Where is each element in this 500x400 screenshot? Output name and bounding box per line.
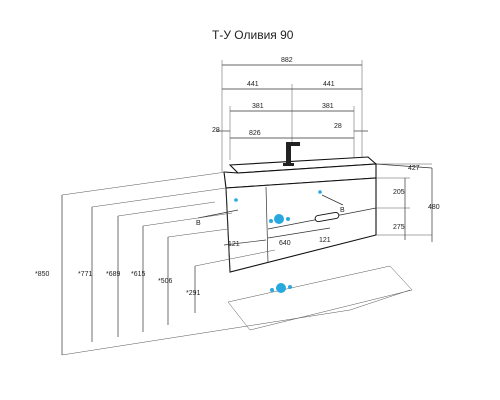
dim-381-right: 381 (322, 103, 334, 110)
drawing-title: Т-У Оливия 90 (212, 28, 294, 42)
dim-291: *291 (186, 290, 201, 297)
dim-427: 427 (408, 165, 420, 172)
dim-28-left: 28 (212, 127, 220, 134)
leader-b-right (321, 194, 344, 206)
dim-line-427 (375, 163, 433, 169)
drawer-left-edge (265, 186, 269, 264)
floor-connection-marker-icon (270, 283, 292, 293)
dim-441-right: 441 (323, 81, 335, 88)
drawer-handle-icon (314, 211, 340, 223)
connection-marker-icon (269, 214, 290, 224)
ext-850 (61, 171, 227, 196)
ext-615 (142, 212, 233, 227)
dim-615: *615 (131, 271, 146, 278)
leader-b-left (197, 209, 239, 219)
dim-121-left: 121 (228, 241, 240, 248)
dim-441-left: 441 (247, 81, 259, 88)
dim-882: 882 (281, 57, 293, 64)
ext-689 (117, 201, 216, 217)
dim-381-left: 381 (252, 103, 264, 110)
mount-point-left-icon (234, 198, 238, 202)
ext-771 (91, 187, 227, 208)
ext-291 (194, 249, 276, 267)
floor-footprint (227, 265, 413, 331)
side-edge (225, 187, 231, 273)
label-b-right: B (340, 207, 345, 214)
label-b-left: B (196, 220, 201, 227)
dim-205: 205 (393, 189, 405, 196)
dim-850: *850 (35, 271, 50, 278)
ext-506 (167, 228, 229, 238)
dim-480: 480 (428, 204, 440, 211)
dim-689: *689 (106, 271, 121, 278)
dim-275: 275 (393, 224, 405, 231)
mount-point-right-icon (318, 190, 322, 194)
dim-121-right: 121 (319, 237, 331, 244)
dim-771: *771 (78, 271, 93, 278)
dim-line-640 (267, 227, 331, 239)
dim-28-right: 28 (334, 123, 342, 130)
floor-line (61, 289, 411, 356)
dim-826: 826 (249, 130, 261, 137)
basin-rim (223, 163, 377, 189)
dim-506: *506 (158, 278, 173, 285)
cabinet-front (225, 177, 377, 273)
dim-640: 640 (279, 240, 291, 247)
dim-line-121-left (223, 239, 267, 246)
faucet-icon (283, 142, 300, 166)
